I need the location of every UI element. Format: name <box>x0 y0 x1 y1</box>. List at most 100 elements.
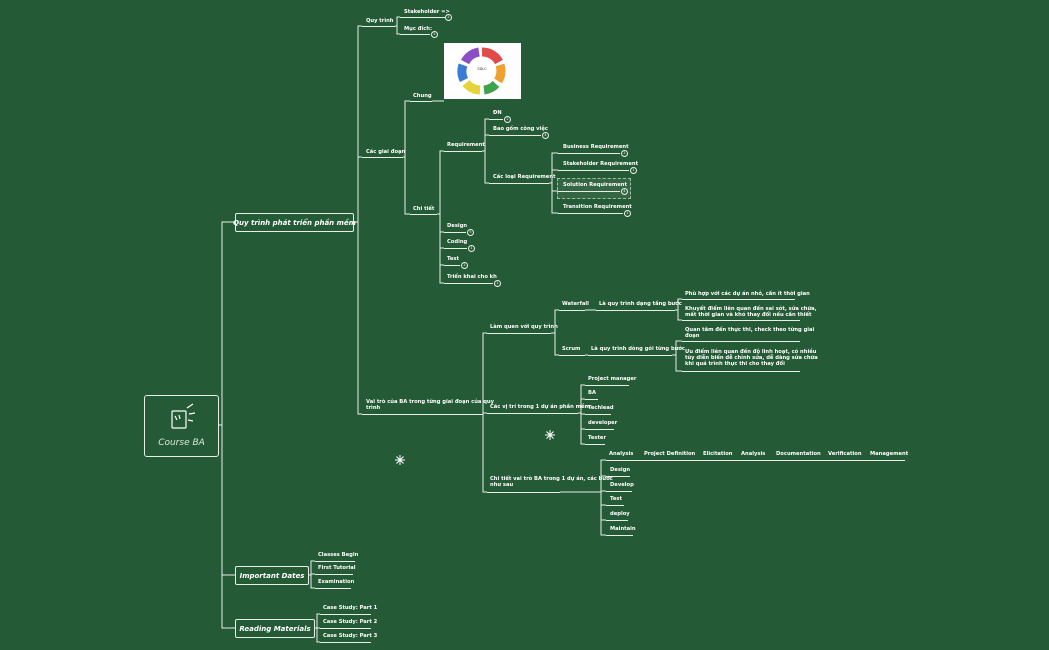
step-develop[interactable]: Develop <box>610 482 634 488</box>
topic-transition-requirement[interactable]: Transition Requirement <box>563 204 632 210</box>
underline <box>585 399 598 400</box>
svg-text:SDLC: SDLC <box>477 67 487 71</box>
collapsed-count-badge[interactable]: 2 <box>621 150 628 157</box>
topic-solution-requirement[interactable]: Solution Requirement <box>563 182 627 188</box>
topic-vai-tro-line2: trình <box>366 405 381 411</box>
underline <box>606 491 632 492</box>
underline <box>682 299 795 300</box>
role-techlead[interactable]: Techlead <box>588 405 614 411</box>
step-deploy[interactable]: deploy <box>610 511 630 517</box>
underline <box>400 17 445 18</box>
role-developer[interactable]: developer <box>588 420 618 426</box>
reading-case-study-1[interactable]: Case Study: Part 1 <box>323 605 378 611</box>
underline <box>559 355 585 356</box>
topic-design[interactable]: Design <box>447 223 468 229</box>
branch-reading-materials[interactable]: Reading Materials <box>235 619 315 638</box>
collapsed-count-badge[interactable]: 5 <box>431 31 438 38</box>
underline <box>606 505 624 506</box>
underline <box>362 26 395 27</box>
sdlc-cycle-icon: SDLC <box>457 47 506 95</box>
topic-cac-loai-requirement[interactable]: Các loại Requirement <box>493 174 556 180</box>
underline <box>585 414 611 415</box>
branch-quy-trinh-phat-trien[interactable]: Quy trình phát triển phần mềm <box>233 213 356 232</box>
step-test[interactable]: Test <box>610 496 622 502</box>
topic-coding[interactable]: Coding <box>447 239 468 245</box>
underline <box>444 265 460 266</box>
collapsed-count-badge[interactable]: 4 <box>542 132 549 139</box>
step-verification[interactable]: Verification <box>828 451 862 457</box>
topic-lam-quen[interactable]: Làm quen với quy trình <box>490 324 558 330</box>
collapsed-count-badge[interactable]: 5 <box>467 229 474 236</box>
step-management[interactable]: Management <box>870 451 909 457</box>
collapsed-count-badge[interactable]: 2 <box>504 116 511 123</box>
root-node[interactable]: Course BA <box>144 395 219 457</box>
topic-scrum-desc[interactable]: Là quy trình dòng gói từng bước <box>591 346 685 352</box>
topic-trien-khai[interactable]: Triển khai cho kh <box>447 274 497 280</box>
role-tester[interactable]: Tester <box>588 435 607 441</box>
step-elicitation[interactable]: Elicitation <box>703 451 733 457</box>
topic-dn[interactable]: ĐN <box>493 110 502 116</box>
topic-chi-tiet[interactable]: Chi tiết <box>413 206 435 212</box>
sparkle-icon <box>545 430 555 440</box>
underline <box>558 191 620 192</box>
topic-waterfall-desc[interactable]: Là quy trình dạng tầng bước <box>599 301 682 307</box>
underline <box>606 520 628 521</box>
branch-important-dates[interactable]: Important Dates <box>235 566 309 585</box>
topic-waterfall[interactable]: Waterfall <box>562 301 589 307</box>
underline <box>558 213 623 214</box>
step-maintain[interactable]: Maintain <box>610 526 636 532</box>
underline <box>606 476 630 477</box>
topic-stakeholder[interactable]: Stakeholder => <box>404 9 450 15</box>
collapsed-count-badge[interactable]: 1 <box>494 280 501 287</box>
topic-cac-giai-doan[interactable]: Các giai đoạn <box>366 149 406 155</box>
collapsed-count-badge[interactable]: 1 <box>624 210 631 217</box>
note-scrum-3[interactable]: Ưu điểm liên quan đến độ linh hoạt, có n… <box>685 349 817 355</box>
date-examination[interactable]: Examination <box>318 579 355 585</box>
topic-quy-trinh[interactable]: Quy trình <box>366 18 394 24</box>
topic-scrum[interactable]: Scrum <box>562 346 581 352</box>
underline <box>606 535 633 536</box>
underline <box>487 413 578 414</box>
underline <box>596 310 675 311</box>
collapsed-count-badge[interactable]: 1 <box>468 245 475 252</box>
role-ba[interactable]: BA <box>588 390 596 396</box>
step-project-definition[interactable]: Project Definition <box>644 451 696 457</box>
collapsed-count-badge[interactable]: 2 <box>461 262 468 269</box>
note-scrum-5: khi quá trình thực thi cho thay đổi <box>685 361 785 367</box>
collapsed-count-badge[interactable]: 2 <box>445 14 452 21</box>
topic-chi-tiet-vai-tro-line2: như sau <box>490 482 514 488</box>
underline <box>682 341 800 342</box>
topic-test[interactable]: Test <box>447 256 459 262</box>
underline <box>585 429 614 430</box>
sdlc-cycle-image[interactable]: SDLC <box>444 43 521 99</box>
step-analysis[interactable]: Analysis <box>609 451 634 457</box>
date-classes-begin[interactable]: Classes Begin <box>318 552 359 558</box>
note-waterfall-3: mất thời gian và khó thay đổi nếu cần th… <box>685 312 812 318</box>
underline <box>362 157 403 158</box>
topic-chi-tiet-vai-tro-line1[interactable]: Chi tiết vai trò BA trong 1 dự án, các b… <box>490 476 613 482</box>
step-documentation[interactable]: Documentation <box>776 451 821 457</box>
note-waterfall-2[interactable]: Khuyết điểm liên quan đến sai sót, sửa c… <box>685 306 817 312</box>
collapsed-count-badge[interactable]: 4 <box>621 188 628 195</box>
topic-bao-gom-cong-viec[interactable]: Bao gồm công việc <box>493 126 548 132</box>
topic-business-requirement[interactable]: Business Requirement <box>563 144 629 150</box>
underline <box>585 444 605 445</box>
topic-muc-dich[interactable]: Mục đích: <box>404 26 433 32</box>
step-analysis-2[interactable]: Analysis <box>741 451 766 457</box>
reading-case-study-2[interactable]: Case Study: Part 2 <box>323 619 378 625</box>
sparkle-icon <box>395 455 405 465</box>
topic-chung[interactable]: Chung <box>413 93 432 99</box>
role-project-manager[interactable]: Project manager <box>588 376 637 382</box>
collapsed-count-badge[interactable]: 1 <box>630 167 637 174</box>
topic-vi-tri[interactable]: Các vị trí trong 1 dự án phần mềm <box>490 404 590 410</box>
underline <box>606 460 905 461</box>
note-waterfall-1[interactable]: Phù hợp với các dự án nhỏ, cần ít thời g… <box>685 291 810 297</box>
reading-case-study-3[interactable]: Case Study: Part 3 <box>323 633 378 639</box>
date-first-tutorial[interactable]: First Tutorial <box>318 565 356 571</box>
topic-vai-tro-line1[interactable]: Vai trò của BA trong từng giai đoạn của … <box>366 399 494 405</box>
step-design[interactable]: Design <box>610 467 631 473</box>
underline <box>558 153 620 154</box>
topic-requirement[interactable]: Requirement <box>447 142 485 148</box>
note-scrum-1[interactable]: Quan tâm đến thực thi, check theo từng g… <box>685 327 815 333</box>
topic-stakeholder-requirement[interactable]: Stakeholder Requirement <box>563 161 639 167</box>
